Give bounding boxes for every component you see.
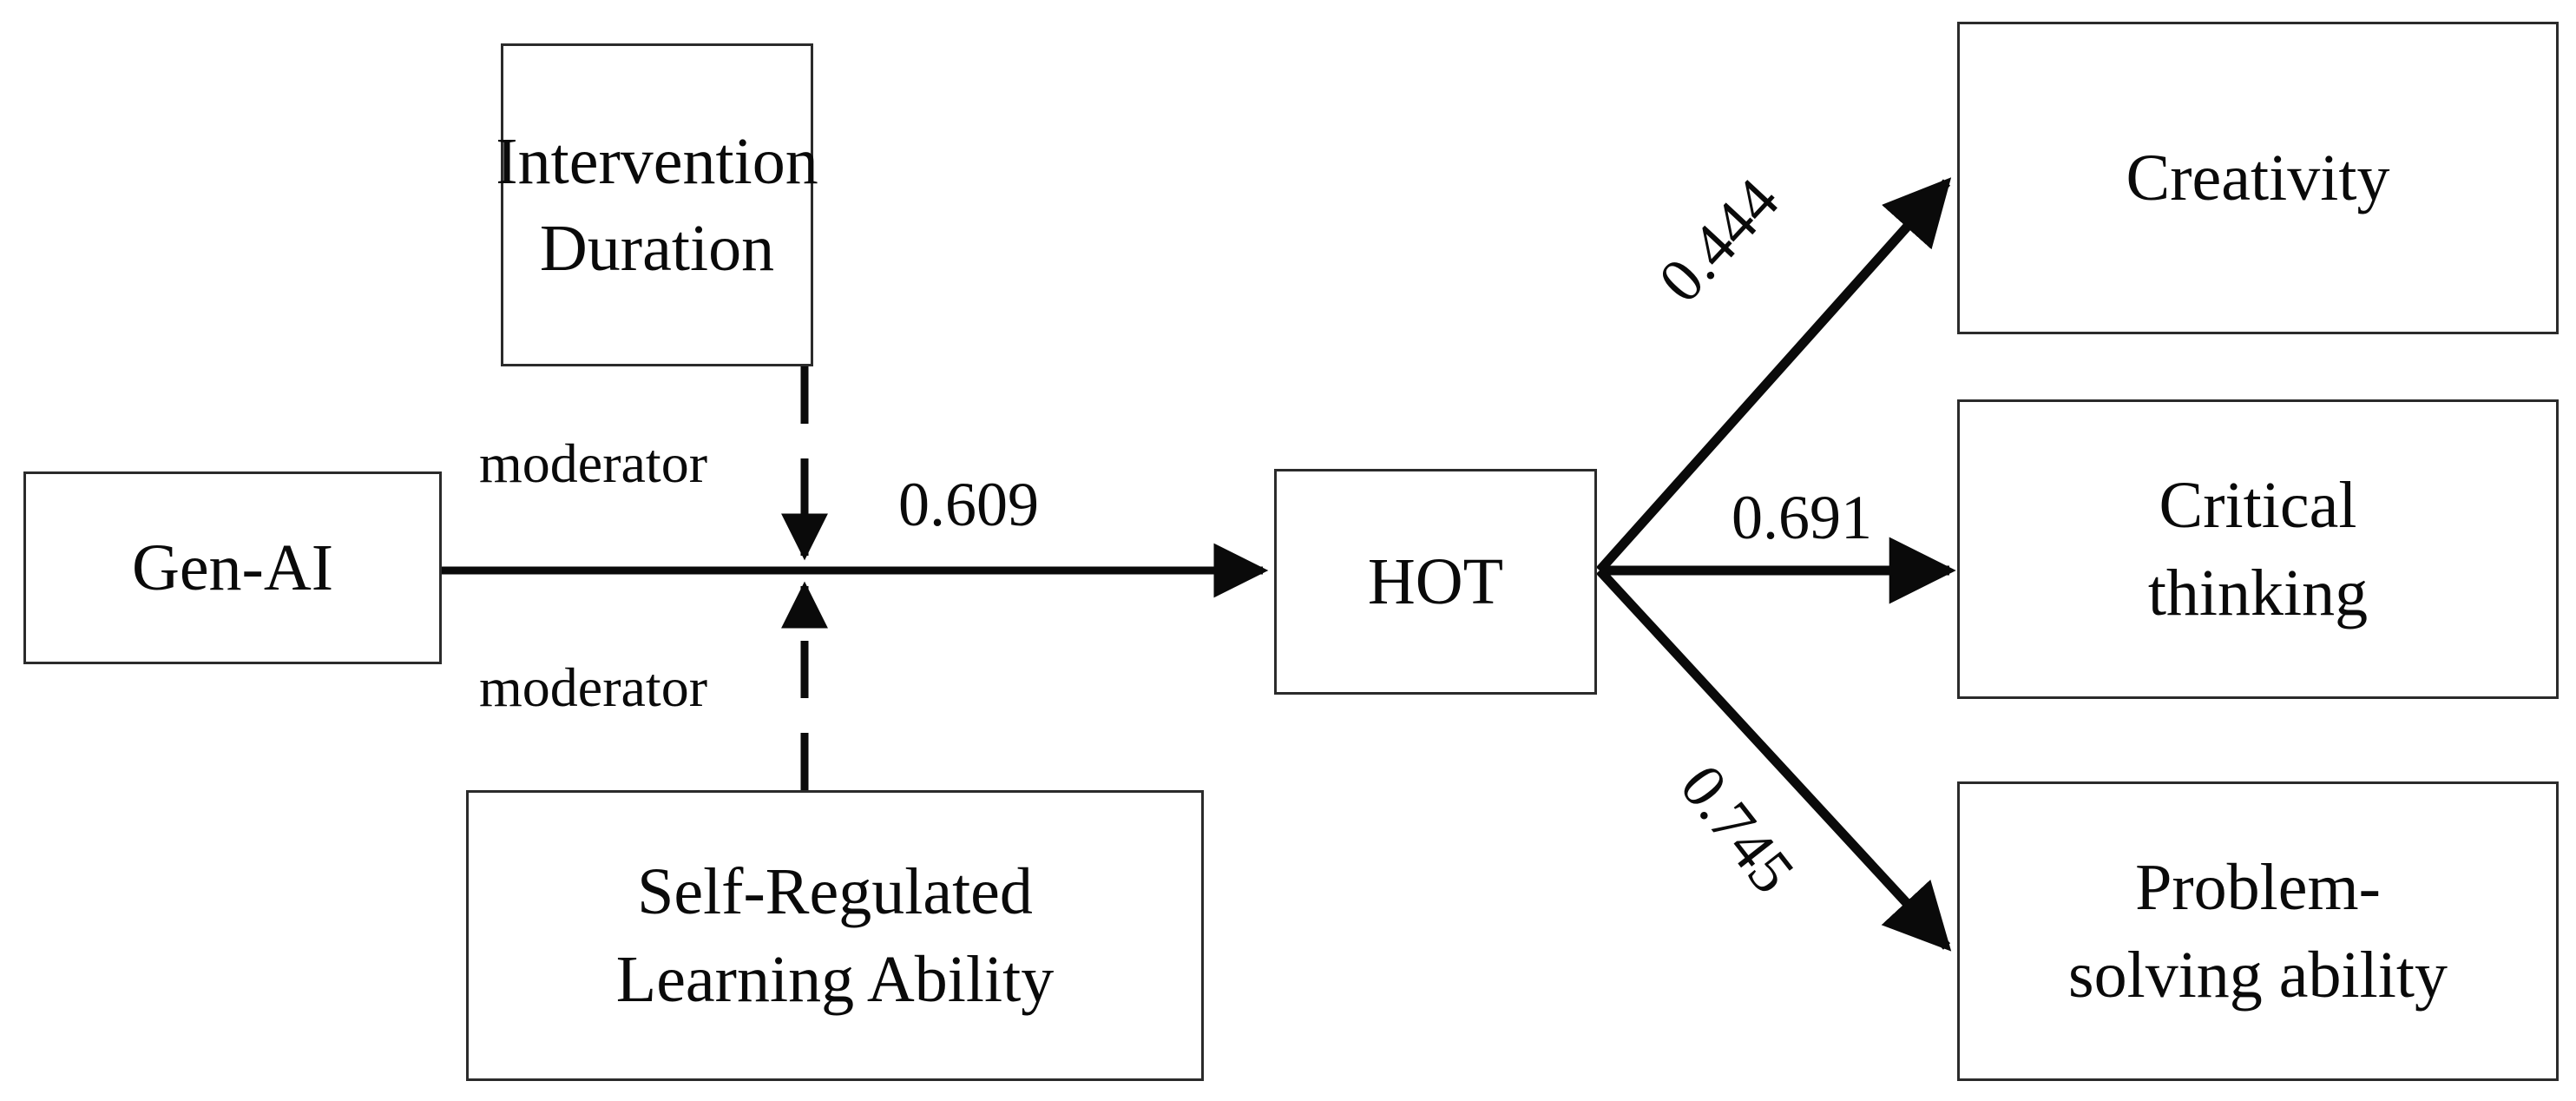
node-self-regulated-learning-ability[interactable]: Self-Regulated Learning Ability xyxy=(466,790,1204,1081)
node-self-regulated-learning-ability-label: Self-Regulated Learning Ability xyxy=(615,855,1055,1016)
node-problem-solving-ability[interactable]: Problem- solving ability xyxy=(1957,781,2559,1081)
node-creativity-label: Creativity xyxy=(2126,141,2390,214)
edge-label-moderator-self-regulated-learning: moderator xyxy=(479,656,707,718)
edge-label-gen-ai-to-hot: 0.609 xyxy=(898,470,1039,539)
node-gen-ai-label: Gen-AI xyxy=(131,531,334,604)
node-critical-thinking[interactable]: Critical thinking xyxy=(1957,399,2559,699)
node-creativity[interactable]: Creativity xyxy=(1957,22,2559,334)
node-intervention-duration[interactable]: Intervention Duration xyxy=(496,43,818,366)
node-hot[interactable]: HOT xyxy=(1274,469,1597,695)
node-problem-solving-ability-label: Problem- solving ability xyxy=(2068,851,2448,1012)
edge-label-hot-to-critical-thinking: 0.691 xyxy=(1732,483,1872,552)
edge-hot-to-problem-solving xyxy=(1595,567,1952,952)
node-hot-label: HOT xyxy=(1367,544,1504,618)
node-critical-thinking-label: Critical thinking xyxy=(2147,469,2369,630)
node-gen-ai[interactable]: Gen-AI xyxy=(23,471,442,664)
node-intervention-duration-label: Intervention Duration xyxy=(496,124,818,285)
edge-hot-to-creativity xyxy=(1595,177,1952,574)
edge-label-moderator-intervention-duration: moderator xyxy=(479,432,707,494)
